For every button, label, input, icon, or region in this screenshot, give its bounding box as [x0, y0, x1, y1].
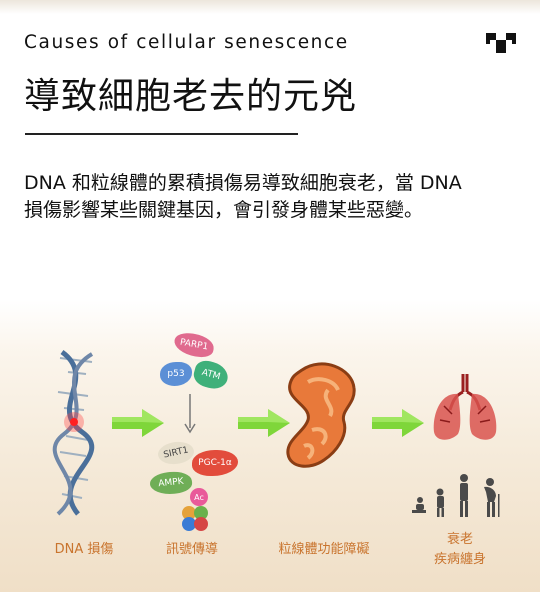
- protein-complex-icon: [182, 506, 208, 531]
- top-fade: [0, 0, 540, 14]
- caption-signaling: 訊號傳導: [165, 542, 218, 557]
- aging-people-icon: [412, 474, 500, 517]
- arrow-right-icon: [372, 409, 424, 437]
- page-subtitle: Causes of cellular senescence: [24, 32, 349, 53]
- description-line-1: DNA 和粒線體的累積損傷易導致細胞衰老，當 DNA: [24, 172, 462, 194]
- pixel-v-logo-icon: [486, 33, 516, 53]
- mitochondria-icon: [286, 362, 356, 468]
- description-line-2: 損傷影響某些關鍵基因，會引發身體某些惡變。: [24, 199, 424, 221]
- protein-p53: p53: [160, 362, 192, 386]
- protein-sirt1: SIRT1: [156, 438, 196, 468]
- caption-aging: 衰老: [446, 532, 473, 547]
- dna-helix-icon: [52, 349, 95, 516]
- caption-mito-dysfunction: 粒線體功能障礙: [278, 542, 370, 557]
- protein-ac: Ac: [190, 488, 208, 506]
- senescence-diagram: PARP1 p53 ATM SIRT1 PGC-1α AMPK Ac: [0, 300, 540, 592]
- caption-disease: 疾病纏身: [433, 552, 486, 567]
- protein-ampk: AMPK: [148, 469, 194, 497]
- title-underline: [25, 133, 298, 135]
- page-title: 導致細胞老去的元兇: [24, 76, 358, 117]
- arrow-right-icon: [238, 409, 290, 437]
- lungs-icon: [433, 374, 497, 440]
- arrow-down-icon: [184, 394, 196, 434]
- protein-pgc1a: PGC-1α: [192, 450, 238, 476]
- description: DNA 和粒線體的累積損傷易導致細胞衰老，當 DNA 損傷影響某些關鍵基因，會引…: [24, 170, 524, 224]
- protein-parp1: PARP1: [172, 330, 216, 360]
- protein-atm: ATM: [191, 358, 231, 392]
- caption-dna-damage: DNA 損傷: [54, 542, 114, 557]
- arrow-right-icon: [112, 409, 164, 437]
